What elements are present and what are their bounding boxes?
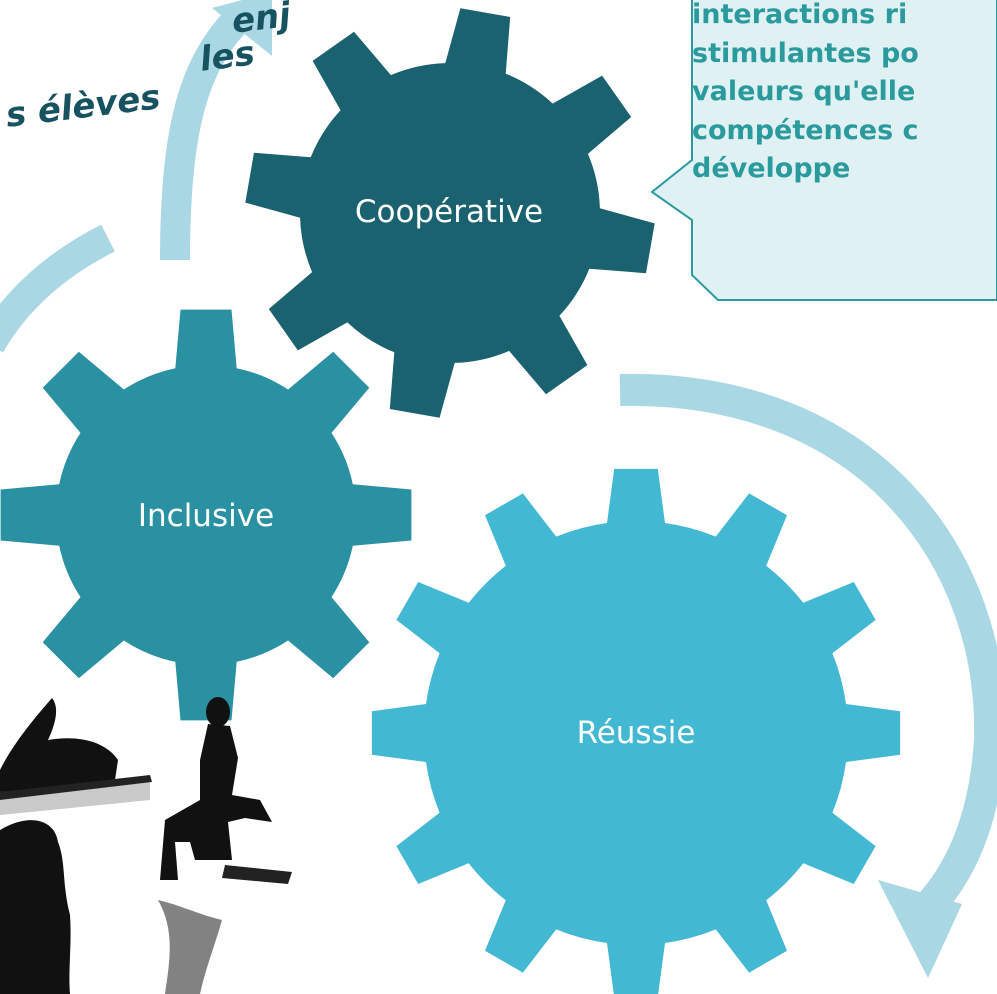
silhouette-lying-figure: [0, 698, 152, 815]
callout-text: interactions ri stimulantes po valeurs q…: [692, 0, 997, 286]
arrow-top-left-head: [212, 0, 272, 56]
callout-box: [650, 0, 997, 301]
callout-line-2: stimulantes po: [692, 37, 919, 69]
callout-line-3: valeurs qu'elle: [692, 76, 916, 107]
arrow-right-head: [878, 880, 962, 978]
silhouette-lunge-figure: [158, 697, 292, 994]
arrow-left-arc: [0, 224, 115, 353]
arrow-right-arc: [619, 373, 997, 932]
callout-line-5: développe: [692, 153, 851, 184]
callout-line-1: interactions ri: [692, 0, 908, 30]
callout-line-4: compétences c: [692, 114, 919, 146]
gear-inclusive: [0, 309, 412, 721]
fitness-silhouettes-icon: [0, 697, 292, 994]
left-text-line-2: les: [197, 33, 257, 80]
gear-label-cooperative: Coopérative: [354, 194, 544, 230]
gear-label-inclusive: Inclusive: [137, 498, 275, 534]
gear-label-reussie: Réussie: [576, 715, 696, 751]
gear-reussie: [371, 468, 901, 994]
arrow-top-left: [160, 11, 247, 261]
gear-cooperative: [245, 8, 655, 418]
silhouette-reflection: [0, 820, 71, 994]
